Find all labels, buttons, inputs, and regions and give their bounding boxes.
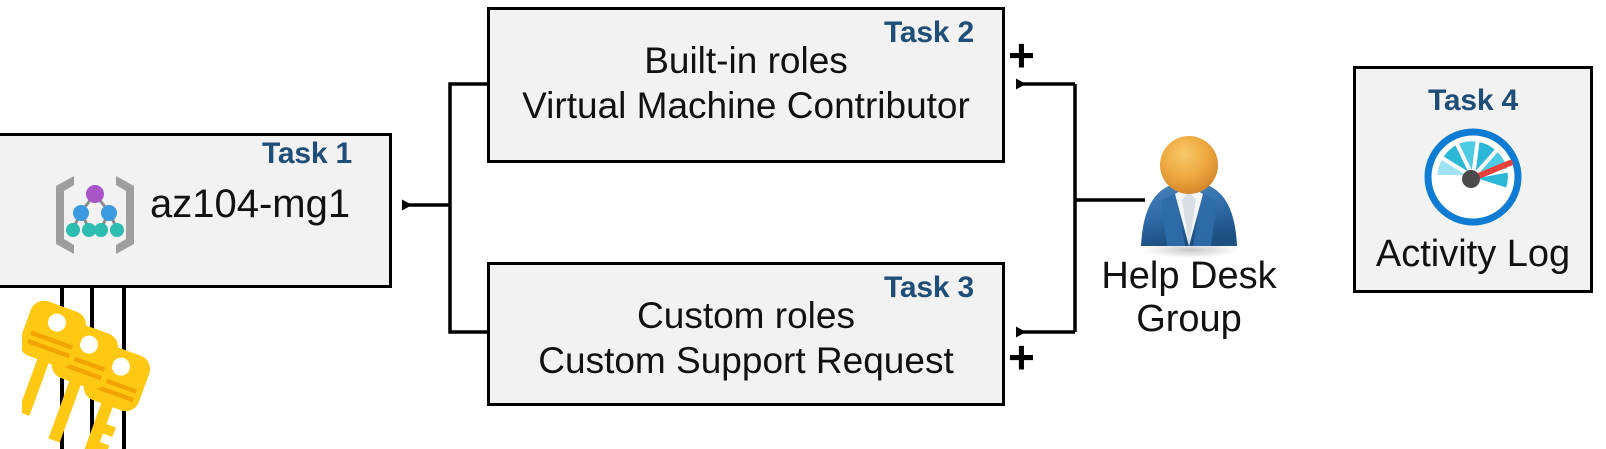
plus-operator-bottom: + <box>1008 331 1035 383</box>
helpdesk-label-line-2: Group <box>1136 297 1242 340</box>
task-3-line-1: Custom roles <box>637 295 855 336</box>
task-2-box[interactable] <box>487 7 1005 163</box>
wire-roles-to-managementgroup <box>402 82 487 334</box>
task-2-label: Task 2 <box>884 16 974 49</box>
gauge-icon <box>1424 128 1522 226</box>
plus-operator-top: + <box>1008 29 1035 81</box>
task-2-line-1: Built-in roles <box>644 40 848 81</box>
helpdesk-group-label: Help Desk Group <box>1078 255 1300 340</box>
task-3-line-2: Custom Support Request <box>538 340 954 381</box>
helpdesk-label-line-1: Help Desk <box>1101 255 1277 297</box>
keys-icon <box>22 300 151 449</box>
management-group-icon <box>56 176 134 254</box>
task-3-box[interactable] <box>487 262 1005 406</box>
task-1-text: az104-mg1 <box>150 182 351 226</box>
task-3-label: Task 3 <box>884 271 974 304</box>
user-group-icon <box>1141 136 1239 258</box>
task-1-label: Task 1 <box>262 137 352 170</box>
task-4-text: Activity Log <box>1375 233 1571 275</box>
task-2-line-2: Virtual Machine Contributor <box>522 85 970 126</box>
task-4-label: Task 4 <box>1428 84 1518 117</box>
task-1-box[interactable] <box>0 133 392 288</box>
